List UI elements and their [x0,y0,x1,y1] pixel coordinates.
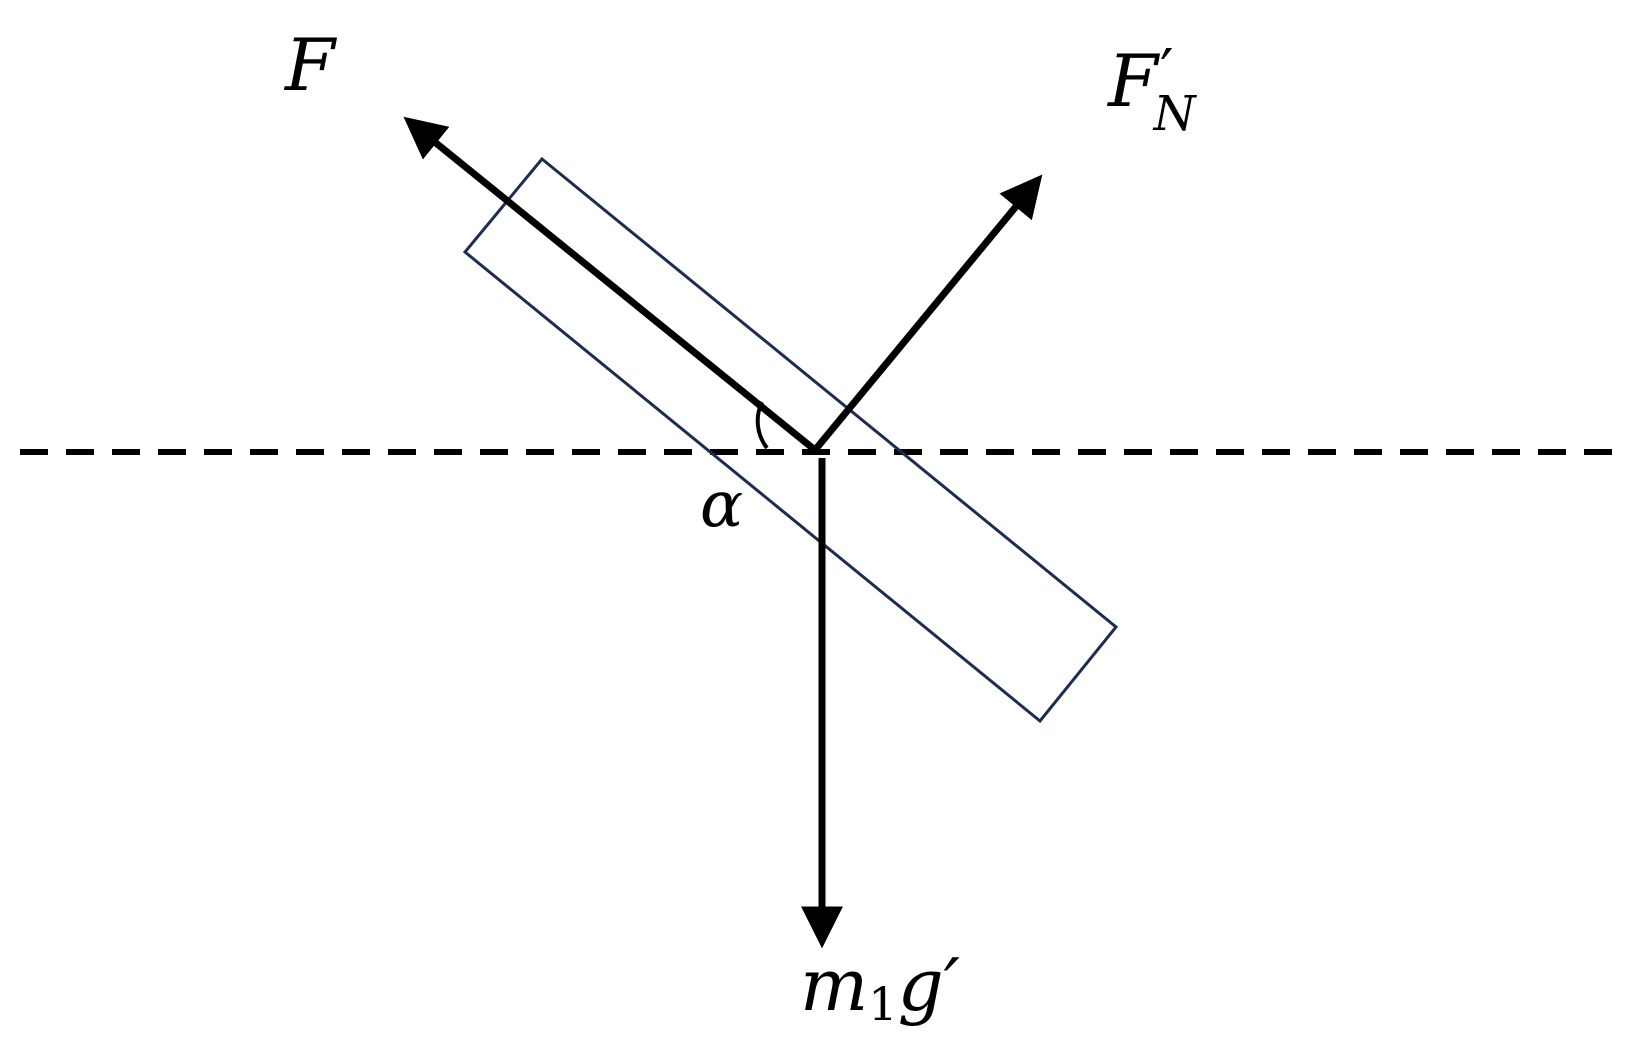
inclined-plate [462,156,1119,724]
normal-force-prime: ′ [1160,37,1174,107]
angle-label: α [700,468,743,542]
weight-gravity: g′ [898,943,960,1027]
normal-force-main: F [1106,39,1161,123]
weight-mass: m [800,943,868,1027]
weight-mass-sub: 1 [868,977,897,1031]
weight-label: m1g′ [800,943,960,1031]
normal-force-sub: N [1153,86,1198,142]
normal-force-label: F′N [1106,37,1198,142]
force-f-label: F [283,23,338,107]
force-f-arrow [403,116,818,453]
normal-force-arrow [812,174,1043,453]
